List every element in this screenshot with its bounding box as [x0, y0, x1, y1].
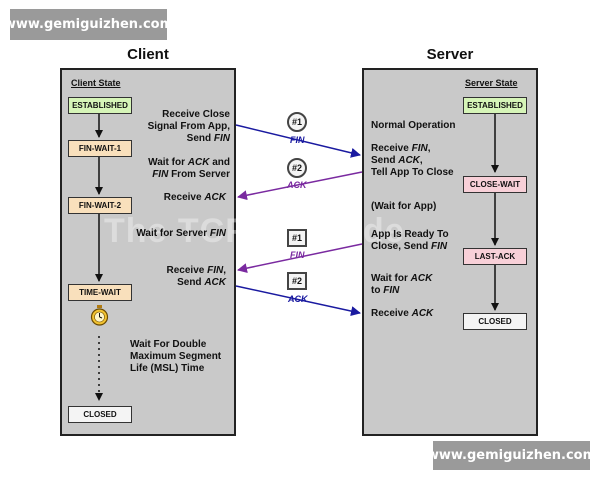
message-label-fin-2: FIN: [290, 250, 305, 260]
message-badge-4: #2: [287, 272, 307, 290]
message-label-ack-1: ACK: [287, 180, 307, 190]
server-text-app-ready: App Is Ready To Close, Send FIN: [371, 229, 449, 252]
client-state-fin-wait-2: FIN-WAIT-2: [68, 197, 132, 214]
server-title: Server: [426, 46, 474, 63]
watermark-bottom: www.gemiguizhen.com: [427, 441, 596, 470]
client-state-fin-wait-1: FIN-WAIT-1: [68, 140, 132, 157]
server-text-receive-fin: Receive FIN, Send ACK, Tell App To Close: [371, 143, 454, 178]
client-text-wait-double-msl: Wait For Double Maximum Segment Life (MS…: [130, 339, 222, 374]
watermark-top: www.gemiguizhen.com: [4, 9, 173, 40]
client-state-time-wait: TIME-WAIT: [68, 284, 132, 301]
client-text-receive-close: Receive Close Signal From App, Send FIN: [147, 109, 230, 144]
message-label-ack-2: ACK: [288, 294, 308, 304]
server-text-wait-for-app: (Wait for App): [371, 201, 437, 212]
server-state-close-wait: CLOSE-WAIT: [463, 176, 527, 193]
client-state-closed: CLOSED: [68, 406, 132, 423]
server-text-wait-ack: Wait for ACK to FIN: [371, 273, 433, 296]
client-text-receive-ack: Receive ACK: [163, 192, 226, 203]
client-state-label: Client State: [71, 78, 121, 88]
message-arrow-ack-2: [235, 285, 361, 316]
message-badge-2: #2: [287, 158, 307, 178]
message-arrow-fin-1: [235, 124, 361, 158]
server-text-receive-ack: Receive ACK: [371, 308, 434, 319]
ghost-watermark: The TCP/IP Guide: [104, 212, 405, 250]
message-arrow-ack-1: [237, 171, 363, 201]
client-state-established: ESTABLISHED: [68, 97, 132, 114]
client-title: Client: [127, 46, 169, 63]
server-state-label: Server State: [465, 78, 518, 88]
stopwatch-icon: [90, 305, 109, 326]
message-arrow-fin-2: [237, 243, 363, 274]
client-text-wait-ack-fin: Wait for ACK and FIN From Server: [148, 157, 230, 180]
server-state-established: ESTABLISHED: [463, 97, 527, 114]
server-state-closed: CLOSED: [463, 313, 527, 330]
client-text-wait-server-fin: Wait for Server FIN: [136, 228, 226, 239]
server-state-last-ack: LAST-ACK: [463, 248, 527, 265]
message-badge-3: #1: [287, 229, 307, 247]
message-badge-1: #1: [287, 112, 307, 132]
message-label-fin-1: FIN: [290, 135, 305, 145]
server-text-normal-operation: Normal Operation: [371, 120, 456, 131]
client-text-receive-fin-send-ack: Receive FIN, Send ACK: [166, 265, 226, 288]
client-panel: [60, 68, 236, 436]
